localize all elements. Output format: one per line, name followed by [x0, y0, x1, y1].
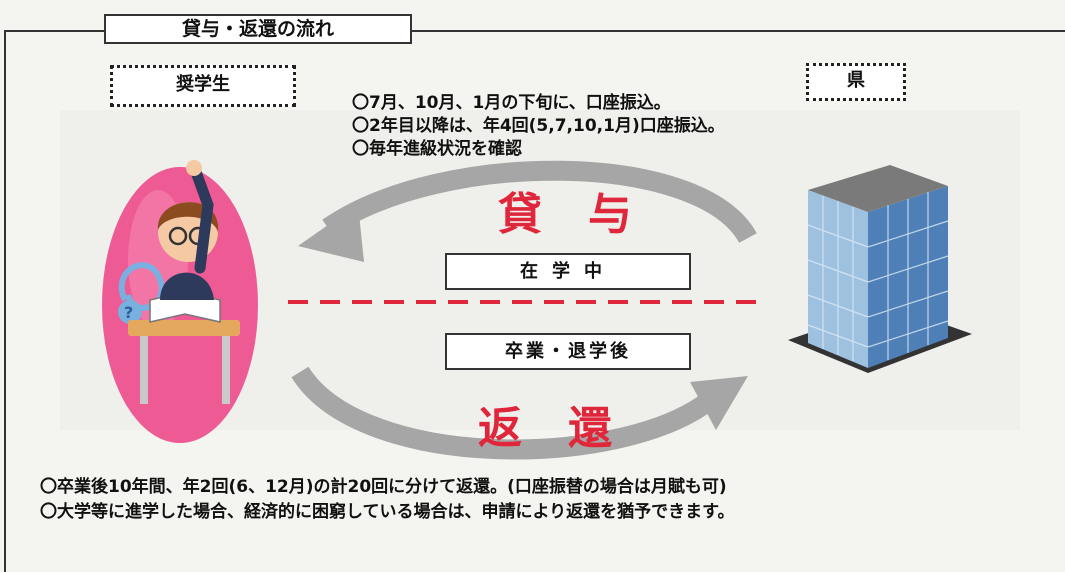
raised-arm [190, 166, 214, 274]
top-note-3: 〇毎年進級状況を確認 [352, 139, 522, 159]
question-mark-bubble [118, 300, 142, 324]
lend-arrow-head [298, 204, 364, 262]
bottom-note-1: 〇卒業後10年間、年2回(6、12月)の計20回に分けて返還。(口座振替の場合は… [40, 477, 727, 497]
top-notes: 〇7月、10月、1月の下旬に、口座振込。 〇2年目以降は、年4回(5,7,10,… [352, 92, 725, 161]
lend-arrow-shaft [322, 160, 757, 244]
desk [128, 320, 240, 336]
bottom-note-2: 〇大学等に進学した場合、経済的に困窮している場合は、申請により返還を猶予できます… [40, 502, 735, 522]
student-illustration: ? [102, 160, 258, 443]
building-roof [808, 165, 948, 212]
diagram-stage: 貸与・返還の流れ 奨学生 県 〇7月、10月、1月の下旬に、口座振込。 〇2年目… [4, 14, 1065, 572]
repay-label: 返還 [478, 403, 658, 454]
prefecture-label: 県 [806, 63, 906, 101]
building-window-grid [807, 192, 949, 361]
bottom-notes: 〇卒業後10年間、年2回(6、12月)の計20回に分けて返還。(口座振替の場合は… [40, 475, 734, 525]
desk-leg-2 [222, 336, 230, 404]
top-note-2: 〇2年目以降は、年4回(5,7,10,1月)口座振込。 [352, 116, 725, 136]
raised-hand [186, 160, 202, 176]
repay-arrow [291, 366, 748, 460]
diagram-frame [4, 30, 1065, 572]
glasses-left [168, 226, 188, 246]
question-mark-icon: ? [124, 303, 133, 322]
lend-arrow [298, 160, 757, 262]
after-graduation-box: 卒業・退学後 [445, 333, 691, 370]
lend-label: 貸与 [498, 189, 678, 240]
during-school-box: 在学中 [445, 253, 691, 290]
diagram-title: 貸与・返還の流れ [104, 14, 412, 44]
desk-leg [140, 336, 148, 404]
student-label: 奨学生 [110, 65, 296, 107]
repay-arrow-head [690, 376, 748, 430]
repay-arrow-shaft [291, 366, 717, 460]
student-body [160, 272, 214, 300]
top-note-1: 〇7月、10月、1月の下旬に、口座振込。 [352, 93, 671, 113]
flow-graphics: ? [102, 160, 972, 460]
office-building-illustration [788, 165, 972, 373]
